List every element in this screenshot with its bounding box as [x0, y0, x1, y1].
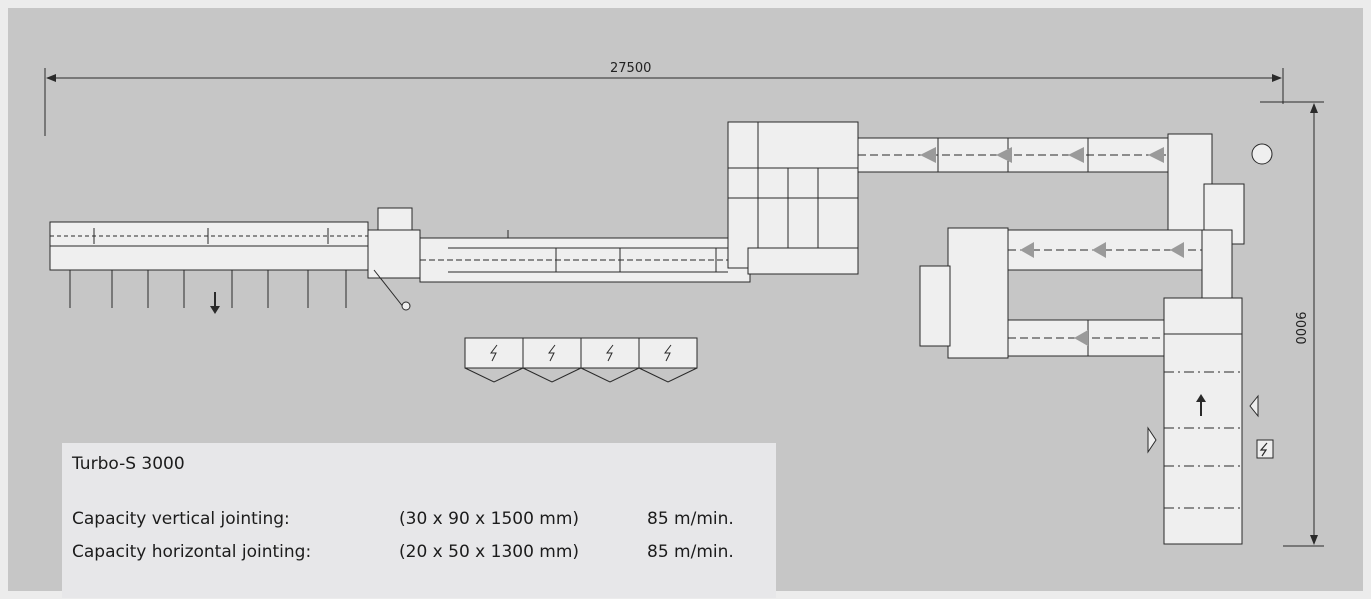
upper-feed-arrows [920, 147, 1164, 163]
width-dimension: 9000 [1260, 101, 1324, 547]
arrow-up-icon [1196, 394, 1206, 416]
spec-label: Capacity vertical jointing: [72, 509, 290, 529]
lower-jointing-station [919, 227, 1233, 359]
spec-size: (20 x 50 x 1300 mm) [399, 542, 580, 562]
layout-drawing: 27500 9000 [44, 61, 1324, 547]
lightning-bolt-icon [1256, 439, 1274, 459]
outfeed-table [1147, 297, 1259, 545]
specs-panel: Turbo-S 3000 Capacity vertical jointing:… [62, 443, 776, 598]
model-name: Turbo-S 3000 [72, 454, 185, 474]
spec-speed: 85 m/min. [647, 509, 734, 529]
spec-size: (30 x 90 x 1500 mm) [399, 509, 580, 529]
length-dimension: 27500 [44, 61, 1284, 136]
spec-label: Capacity horizontal jointing: [72, 542, 312, 562]
infeed-table [49, 207, 421, 311]
middle-conveyor [419, 230, 751, 283]
width-dimension-label: 9000 [1292, 311, 1307, 344]
length-dimension-label: 27500 [610, 61, 651, 76]
spec-speed: 85 m/min. [647, 542, 734, 562]
arrow-down-icon [210, 292, 220, 314]
diagram-frame: 27500 9000 [8, 8, 1363, 598]
electrical-cabinets [464, 337, 698, 383]
